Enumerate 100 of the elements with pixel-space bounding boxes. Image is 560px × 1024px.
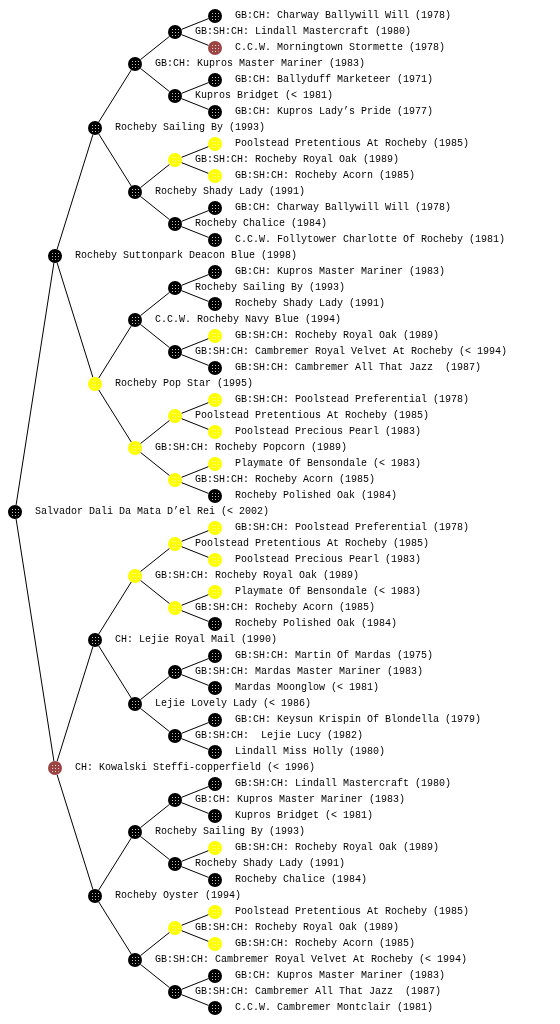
connector-line — [139, 963, 171, 989]
pedigree-name: GB:SH:CH: Rocheby Royal Oak (1989) — [235, 330, 440, 342]
connector-line — [139, 291, 171, 317]
connector-line — [181, 738, 209, 750]
pedigree-name: GB:SH:CH: Rocheby Royal Oak (1989) — [155, 570, 360, 582]
connector-line — [139, 419, 171, 445]
pedigree-name: Rocheby Sailing By (1993) — [155, 826, 306, 838]
connector-line — [139, 323, 171, 349]
connector-line — [98, 645, 132, 699]
pedigree-name: GB:CH: Ballyduff Marketeer (1971) — [235, 74, 434, 86]
connector-line — [98, 69, 132, 123]
connector-line — [98, 837, 132, 891]
pedigree-name: C.C.W. Cambremer Montclair (1981) — [235, 1002, 434, 1014]
connector-line — [181, 338, 209, 350]
connector-line — [181, 722, 209, 734]
pedigree-name: Poolstead Pretentious At Rocheby (1985) — [195, 410, 430, 422]
connector-line — [181, 610, 209, 622]
connector-line — [181, 930, 209, 942]
pedigree-name: Mardas Moonglow (< 1981) — [235, 682, 380, 694]
pedigree-name: Poolstead Pretentious At Rocheby (1985) — [235, 906, 470, 918]
connector-line — [139, 163, 171, 189]
pedigree-name: GB:SH:CH: Cambremer Royal Velvet At Rocheby (< 1994) — [155, 954, 468, 966]
connector-line — [139, 451, 171, 477]
pedigree-name: GB:SH:CH: Poolstead Preferential (1978) — [235, 522, 470, 534]
pedigree-name: Playmate Of Bensondale (< 1983) — [235, 586, 422, 598]
connector-line — [181, 978, 209, 990]
pedigree-name: Lejie Lovely Lady (< 1986) — [155, 698, 312, 710]
pedigree-name: Rocheby Oyster (1994) — [115, 890, 242, 902]
pedigree-name: Rocheby Polished Oak (1984) — [235, 490, 398, 502]
pedigree-name: Kupros Bridget (< 1981) — [195, 90, 334, 102]
pedigree-name: Poolstead Pretentious At Rocheby (1985) — [235, 138, 470, 150]
connector-line — [181, 658, 209, 670]
pedigree-name: CH: Lejie Royal Mail (1990) — [115, 634, 278, 646]
pedigree-name: GB:SH:CH: Rocheby Royal Oak (1989) — [195, 922, 400, 934]
connector-line — [15, 262, 55, 506]
connector-line — [181, 914, 209, 926]
pedigree-name: GB:CH: Kupros Lady’s Pride (1977) — [235, 106, 434, 118]
connector-line — [181, 82, 209, 94]
pedigree-name: GB:SH:CH: Martin Of Mardas (1975) — [235, 650, 434, 662]
pedigree-name: GB:SH:CH: Rocheby Acorn (1985) — [195, 474, 376, 486]
connector-line — [181, 546, 209, 558]
connector-line — [181, 210, 209, 222]
pedigree-name: GB:CH: Kupros Master Mariner (1983) — [235, 266, 446, 278]
pedigree-name: GB:SH:CH: Cambremer Royal Velvet At Rocheby (< 1994) — [195, 346, 508, 358]
pedigree-name: GB:SH:CH: Cambremer All That Jazz (1987) — [235, 362, 482, 374]
pedigree-name: GB:CH: Kupros Master Mariner (1983) — [235, 970, 446, 982]
connector-line — [181, 482, 209, 494]
pedigree-name: GB:SH:CH: Lindall Mastercraft (1980) — [195, 26, 412, 38]
pedigree-name: GB:SH:CH: Lejie Lucy (1982) — [195, 730, 364, 742]
connector-line — [139, 931, 171, 957]
pedigree-name: GB:CH: Kupros Master Mariner (1983) — [155, 58, 366, 70]
pedigree-name: GB:SH:CH: Rocheby Royal Oak (1989) — [195, 154, 400, 166]
connector-line — [56, 646, 94, 762]
pedigree-name: GB:SH:CH: Rocheby Acorn (1985) — [235, 170, 416, 182]
connector-line — [181, 786, 209, 798]
connector-line — [181, 802, 209, 814]
pedigree-name: Rocheby Sailing By (1993) — [195, 282, 346, 294]
connector-line — [98, 901, 132, 955]
connector-line — [139, 195, 171, 221]
pedigree-name: Rocheby Polished Oak (1984) — [235, 618, 398, 630]
connector-line — [181, 994, 209, 1006]
pedigree-name: C.C.W. Rocheby Navy Blue (1994) — [155, 314, 342, 326]
pedigree-name: GB:SH:CH: Mardas Master Mariner (1983) — [195, 666, 424, 678]
connector-line — [181, 354, 209, 366]
connector-line — [98, 133, 132, 187]
connector-line — [181, 402, 209, 414]
pedigree-name: Kupros Bridget (< 1981) — [235, 810, 374, 822]
connector-line — [98, 389, 132, 443]
connector-line — [139, 675, 171, 701]
pedigree-name: Rocheby Sailing By (1993) — [115, 122, 266, 134]
connector-line — [181, 850, 209, 862]
pedigree-name: Rocheby Chalice (1984) — [195, 218, 328, 230]
connector-line — [181, 98, 209, 110]
connector-line — [181, 466, 209, 478]
pedigree-name: CH: Kowalski Steffi-copperfield (< 1996) — [75, 762, 316, 774]
pedigree-name: C.C.W. Follytower Charlotte Of Rocheby (1981) — [235, 234, 506, 246]
connector-line — [139, 579, 171, 605]
pedigree-name: Rocheby Suttonpark Deacon Blue (1998) — [75, 250, 298, 262]
pedigree-name: GB:SH:CH: Rocheby Acorn (1985) — [195, 602, 376, 614]
pedigree-name: GB:SH:CH: Cambremer All That Jazz (1987) — [195, 986, 442, 998]
pedigree-name: GB:CH: Charway Ballywill Will (1978) — [235, 10, 452, 22]
pedigree-name: GB:SH:CH: Poolstead Preferential (1978) — [235, 394, 470, 406]
pedigree-name: GB:SH:CH: Rocheby Popcorn (1989) — [155, 442, 348, 454]
connector-line — [139, 835, 171, 861]
pedigree-name: Lindall Miss Holly (1980) — [235, 746, 386, 758]
connector-line — [139, 67, 171, 93]
pedigree-name: Rocheby Shady Lady (1991) — [195, 858, 346, 870]
pedigree-name: GB:CH: Charway Ballywill Will (1978) — [235, 202, 452, 214]
pedigree-name: Rocheby Shady Lady (1991) — [235, 298, 386, 310]
connector-line — [181, 226, 209, 238]
connector-line — [181, 162, 209, 174]
connector-line — [56, 134, 94, 250]
connector-line — [139, 803, 171, 829]
pedigree-name: Poolstead Precious Pearl (1983) — [235, 426, 422, 438]
connector-line — [181, 530, 209, 542]
pedigree-name: GB:CH: Kupros Master Mariner (1983) — [195, 794, 406, 806]
pedigree-name: GB:SH:CH: Rocheby Acorn (1985) — [235, 938, 416, 950]
connector-line — [139, 547, 171, 573]
pedigree-name: C.C.W. Morningtown Stormette (1978) — [235, 42, 446, 54]
connector-line — [56, 262, 94, 378]
